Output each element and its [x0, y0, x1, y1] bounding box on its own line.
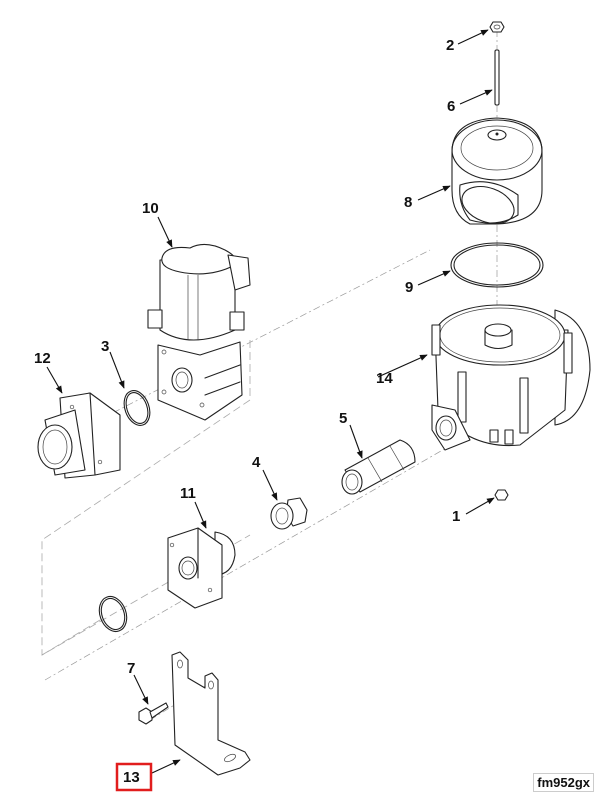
part-8-cover	[451, 117, 543, 225]
part-14-housing	[431, 304, 591, 451]
callout-7: 7	[127, 660, 135, 677]
part-10-actuator	[147, 243, 251, 421]
part-7-bolt	[138, 702, 169, 725]
callout-12: 12	[34, 350, 51, 367]
callout-13: 13	[123, 769, 140, 786]
callout-1: 1	[452, 508, 460, 525]
callout-6: 6	[447, 98, 455, 115]
callout-5: 5	[339, 410, 347, 427]
callout-11: 11	[180, 485, 196, 502]
callout-9: 9	[405, 279, 413, 296]
callout-4: 4	[252, 454, 261, 471]
part-11-flange	[167, 527, 236, 609]
callout-2: 2	[446, 37, 454, 54]
part-1-nut	[494, 489, 509, 501]
part-13-bracket	[171, 651, 251, 776]
highlight-box-callout-13	[115, 762, 153, 792]
part-5-nipple	[341, 439, 416, 495]
part-2-nut	[489, 21, 505, 33]
part-9-o-ring	[450, 242, 544, 288]
callout-14: 14	[376, 370, 393, 387]
figure-id-label: fm952gx	[533, 773, 594, 792]
o-ring-lower	[98, 595, 128, 633]
part-4-bushing	[270, 497, 308, 530]
callout-8: 8	[404, 194, 412, 211]
part-12-flange	[37, 392, 121, 479]
callout-10: 10	[142, 200, 159, 217]
callout-3: 3	[101, 338, 109, 355]
part-6-rod	[494, 49, 500, 106]
part-3-o-ring	[123, 390, 151, 426]
